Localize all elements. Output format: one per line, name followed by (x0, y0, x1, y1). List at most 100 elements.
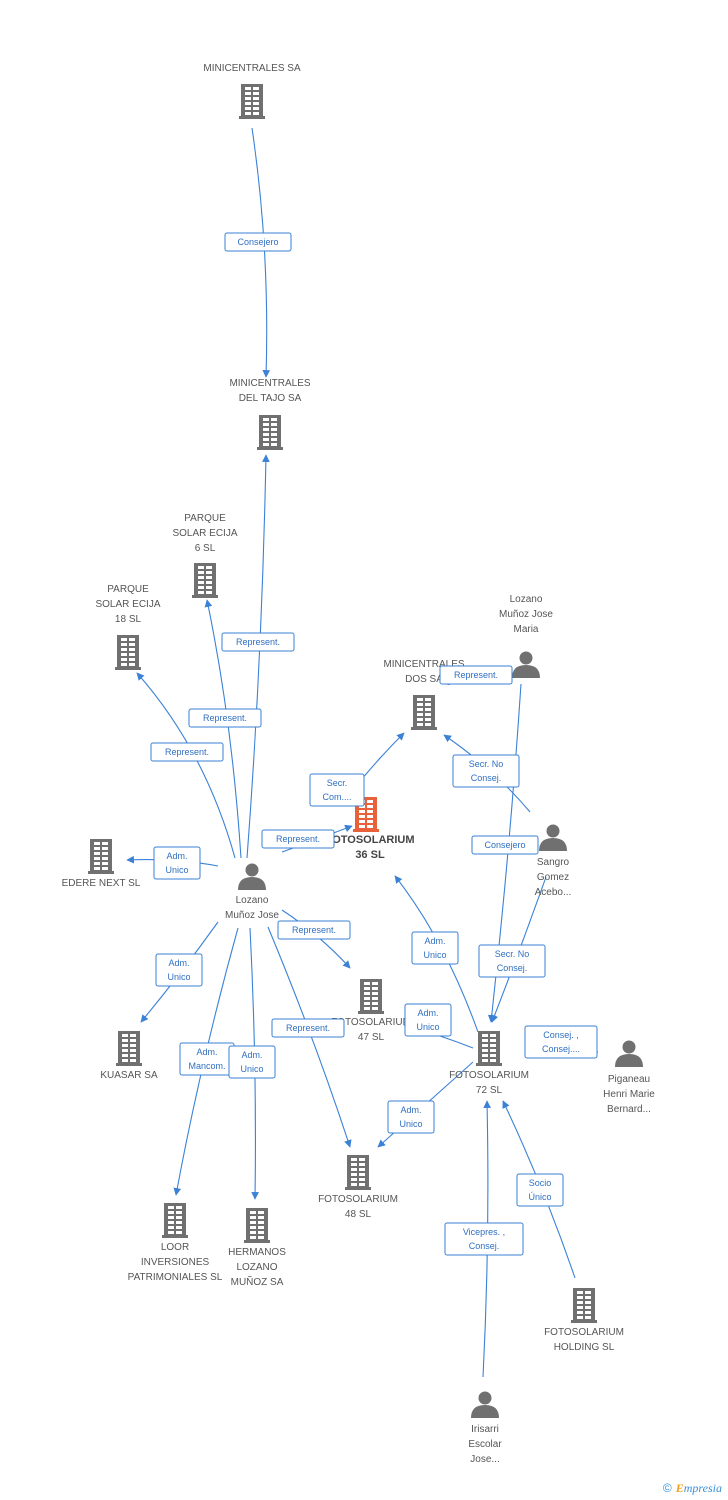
edge-label[interactable]: Adm.Unico (404, 1003, 452, 1037)
edge-label-box[interactable] (516, 1173, 564, 1207)
node-label: INVERSIONES (141, 1257, 210, 1268)
edge-label-text: Secr. No (495, 949, 530, 959)
node-label: SOLAR ECIJA (95, 599, 160, 610)
node-holding[interactable]: FOTOSOLARIUM HOLDING SL (544, 1288, 624, 1353)
edge-label-box[interactable] (153, 846, 201, 880)
node-label: Sangro (537, 857, 570, 868)
edge-label-text: Unico (167, 972, 190, 982)
node-edere[interactable]: EDERE NEXT SL (62, 839, 141, 889)
node-label: Muñoz Jose (499, 609, 553, 620)
edge-label-box[interactable] (387, 1100, 435, 1134)
building-icon (239, 84, 265, 119)
edge-label[interactable]: Adm.Unico (153, 846, 201, 880)
node-label: LOOR (161, 1242, 189, 1253)
node-label: FOTOSOLARIUM (544, 1327, 624, 1338)
edge-label[interactable]: Consejero (224, 232, 292, 252)
building-icon (88, 839, 114, 874)
node-label: Muñoz Jose (225, 910, 279, 921)
edge-label-box[interactable] (478, 944, 546, 978)
edge-label-box[interactable] (155, 953, 203, 987)
edge-label[interactable]: Represent. (439, 665, 513, 685)
edge-label[interactable]: Represent. (271, 1018, 345, 1038)
node-label: MINICENTRALES (383, 659, 464, 670)
edge-label[interactable]: Consejero (471, 835, 539, 855)
edge-label[interactable]: Secr.Com.... (309, 773, 365, 807)
edge-label-box[interactable] (224, 232, 292, 252)
node-label: Piganeau (608, 1074, 650, 1085)
edge-label[interactable]: Represent. (277, 920, 351, 940)
edge-label[interactable]: Vicepres. ,Consej. (444, 1222, 524, 1256)
edge-line (136, 672, 236, 859)
edge-label[interactable]: Represent. (188, 708, 262, 728)
edge-line (246, 454, 270, 859)
edge-label-box[interactable] (471, 835, 539, 855)
edge-label-box[interactable] (271, 1018, 345, 1038)
edge-label-text: Represent. (165, 747, 209, 757)
edge-label-box[interactable] (404, 1003, 452, 1037)
node-label: FOTOSOLARIUM (449, 1070, 529, 1081)
node-minicentrales[interactable]: MINICENTRALES SA (203, 63, 301, 119)
edge-label-box[interactable] (411, 931, 459, 965)
edge-label[interactable]: Adm.Unico (411, 931, 459, 965)
edge-label-box[interactable] (228, 1045, 276, 1079)
node-label: Maria (513, 624, 538, 635)
edge-label-box[interactable] (150, 742, 224, 762)
edge-label-text: Único (528, 1192, 551, 1202)
node-label: HOLDING SL (554, 1342, 615, 1353)
edge-label-box[interactable] (452, 754, 520, 788)
edge-label[interactable]: Adm. Unico (155, 953, 203, 987)
edge-label-text: Unico (416, 1022, 439, 1032)
edge-label-text: Adm. (400, 1105, 421, 1115)
edge-label-text: Adm. (166, 851, 187, 861)
edge-label-text: Consej. (471, 773, 502, 783)
edge-label-box[interactable] (524, 1025, 598, 1059)
node-kuasar[interactable]: KUASAR SA (100, 1031, 158, 1081)
edge-label[interactable]: Adm.Unico (228, 1045, 276, 1079)
edge-label-box[interactable] (261, 829, 335, 849)
node-sangro[interactable]: SangroGomezAcebo... (535, 824, 572, 899)
edge-label[interactable]: Represent. (221, 632, 295, 652)
edge-label[interactable]: Adm.Mancom. (179, 1042, 235, 1076)
edge-label-box[interactable] (439, 665, 513, 685)
person-icon (471, 1391, 499, 1418)
edge-label-box[interactable] (444, 1222, 524, 1256)
edge-label[interactable]: Represent. (150, 742, 224, 762)
edge-line (251, 127, 271, 378)
edge-label[interactable]: Represent. (261, 829, 335, 849)
edge-label-box[interactable] (277, 920, 351, 940)
node-irisarri[interactable]: IrisarriEscolarJose... (468, 1391, 502, 1466)
edge-label[interactable]: Adm.Unico (387, 1100, 435, 1134)
node-label: 47 SL (358, 1032, 385, 1043)
node-label: 18 SL (115, 614, 142, 625)
building-icon (244, 1208, 270, 1243)
edge-label-box[interactable] (221, 632, 295, 652)
edge-label-text: Secr. (327, 778, 348, 788)
edge-label-text: Adm. (241, 1050, 262, 1060)
edge-label-text: Consejero (237, 237, 278, 247)
edge-label-text: Unico (423, 950, 446, 960)
edge-label-text: Adm. (168, 958, 189, 968)
node-label: FOTOSOLARIUM (325, 834, 414, 846)
edge-label-box[interactable] (309, 773, 365, 807)
node-label: MINICENTRALES SA (203, 63, 301, 74)
brand-footer: ©Empresia (663, 1481, 722, 1496)
edge-label[interactable]: Consej. ,Consej.... (524, 1025, 598, 1059)
edge-label-text: Adm. (196, 1047, 217, 1057)
edge-label-box[interactable] (188, 708, 262, 728)
